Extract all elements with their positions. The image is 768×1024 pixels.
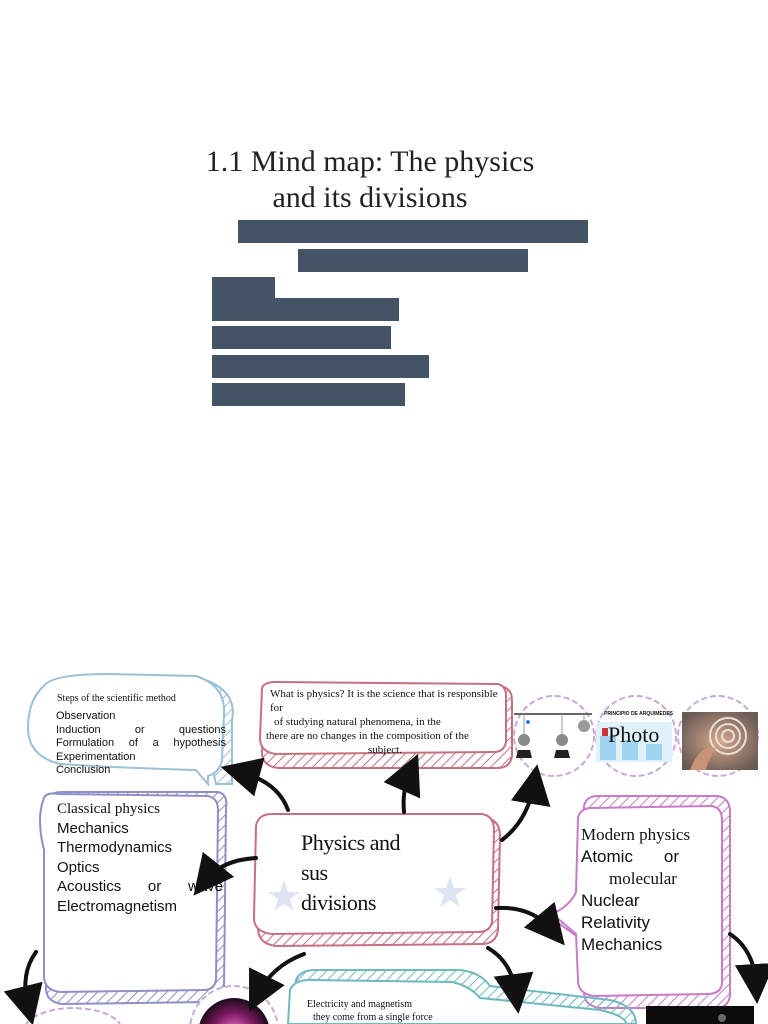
connector-arrows [3,753,768,1024]
center-line: Physics and [301,830,401,855]
electricity-bubble [286,969,638,1024]
what-is-line: subject. [368,744,402,756]
center-text: Physics and sus divisions [301,828,451,918]
archimedes-caption: PRINCIPIO DE ARQUIMEDES [604,711,673,717]
partial-circle [25,1006,121,1024]
what-is-line: there are no changes in the composition … [266,730,469,742]
dark-image [646,1006,754,1024]
ear-image [682,712,758,770]
redacted-bar [212,298,399,321]
classical-item: Electromagnetism [57,897,178,915]
redacted-bar [212,355,429,378]
what-is-line: What is physics? It is the science that … [270,688,498,714]
redacted-bar [212,277,275,300]
method-text: Steps of the scientific method Observati… [56,692,226,778]
modern-title: Modern physics [581,825,691,844]
modern-item: Mechanics [581,935,663,954]
classical-text: Classical physics Mechanics Thermodynami… [57,800,223,916]
method-title: Steps of the scientific method [57,693,176,704]
center-line: divisions [301,890,376,915]
redacted-bar [238,220,588,243]
electricity-line: Electricity and magnetism [307,999,412,1010]
what-is-line: of studying natural phenomena, in the [274,716,441,728]
what-is-text: What is physics? It is the science that … [262,687,508,757]
classical-box [39,791,228,1006]
redacted-bar [298,249,528,272]
modern-bubble [545,795,731,1009]
electricity-text: Electricity and magnetism they come from… [307,998,487,1024]
classical-title: Classical physics [57,801,160,817]
classical-item: Optics [57,858,100,876]
method-item: Conclusion [56,764,111,776]
center-box [252,813,502,948]
modern-item: Nuclear [581,891,640,910]
page-title: 1.1 Mind map: The physics and its divisi… [205,145,535,214]
what-is-bubble [258,680,513,769]
modern-item: molecular [609,869,677,888]
modern-item: Relativity [581,913,650,932]
electricity-line: they come from a single force [313,1012,433,1023]
photo-label: Photo [608,722,660,747]
classical-item: Thermodynamics [57,839,173,857]
redacted-bar [212,326,391,349]
method-item: Observation [56,710,116,722]
redacted-bar [212,383,405,406]
center-line: sus [301,860,328,885]
method-bubble [26,672,234,787]
pendulum-image [514,713,592,758]
method-item: Experimentation [56,750,136,763]
archimedes-image [596,722,672,762]
classical-item: Mechanics [57,820,129,837]
